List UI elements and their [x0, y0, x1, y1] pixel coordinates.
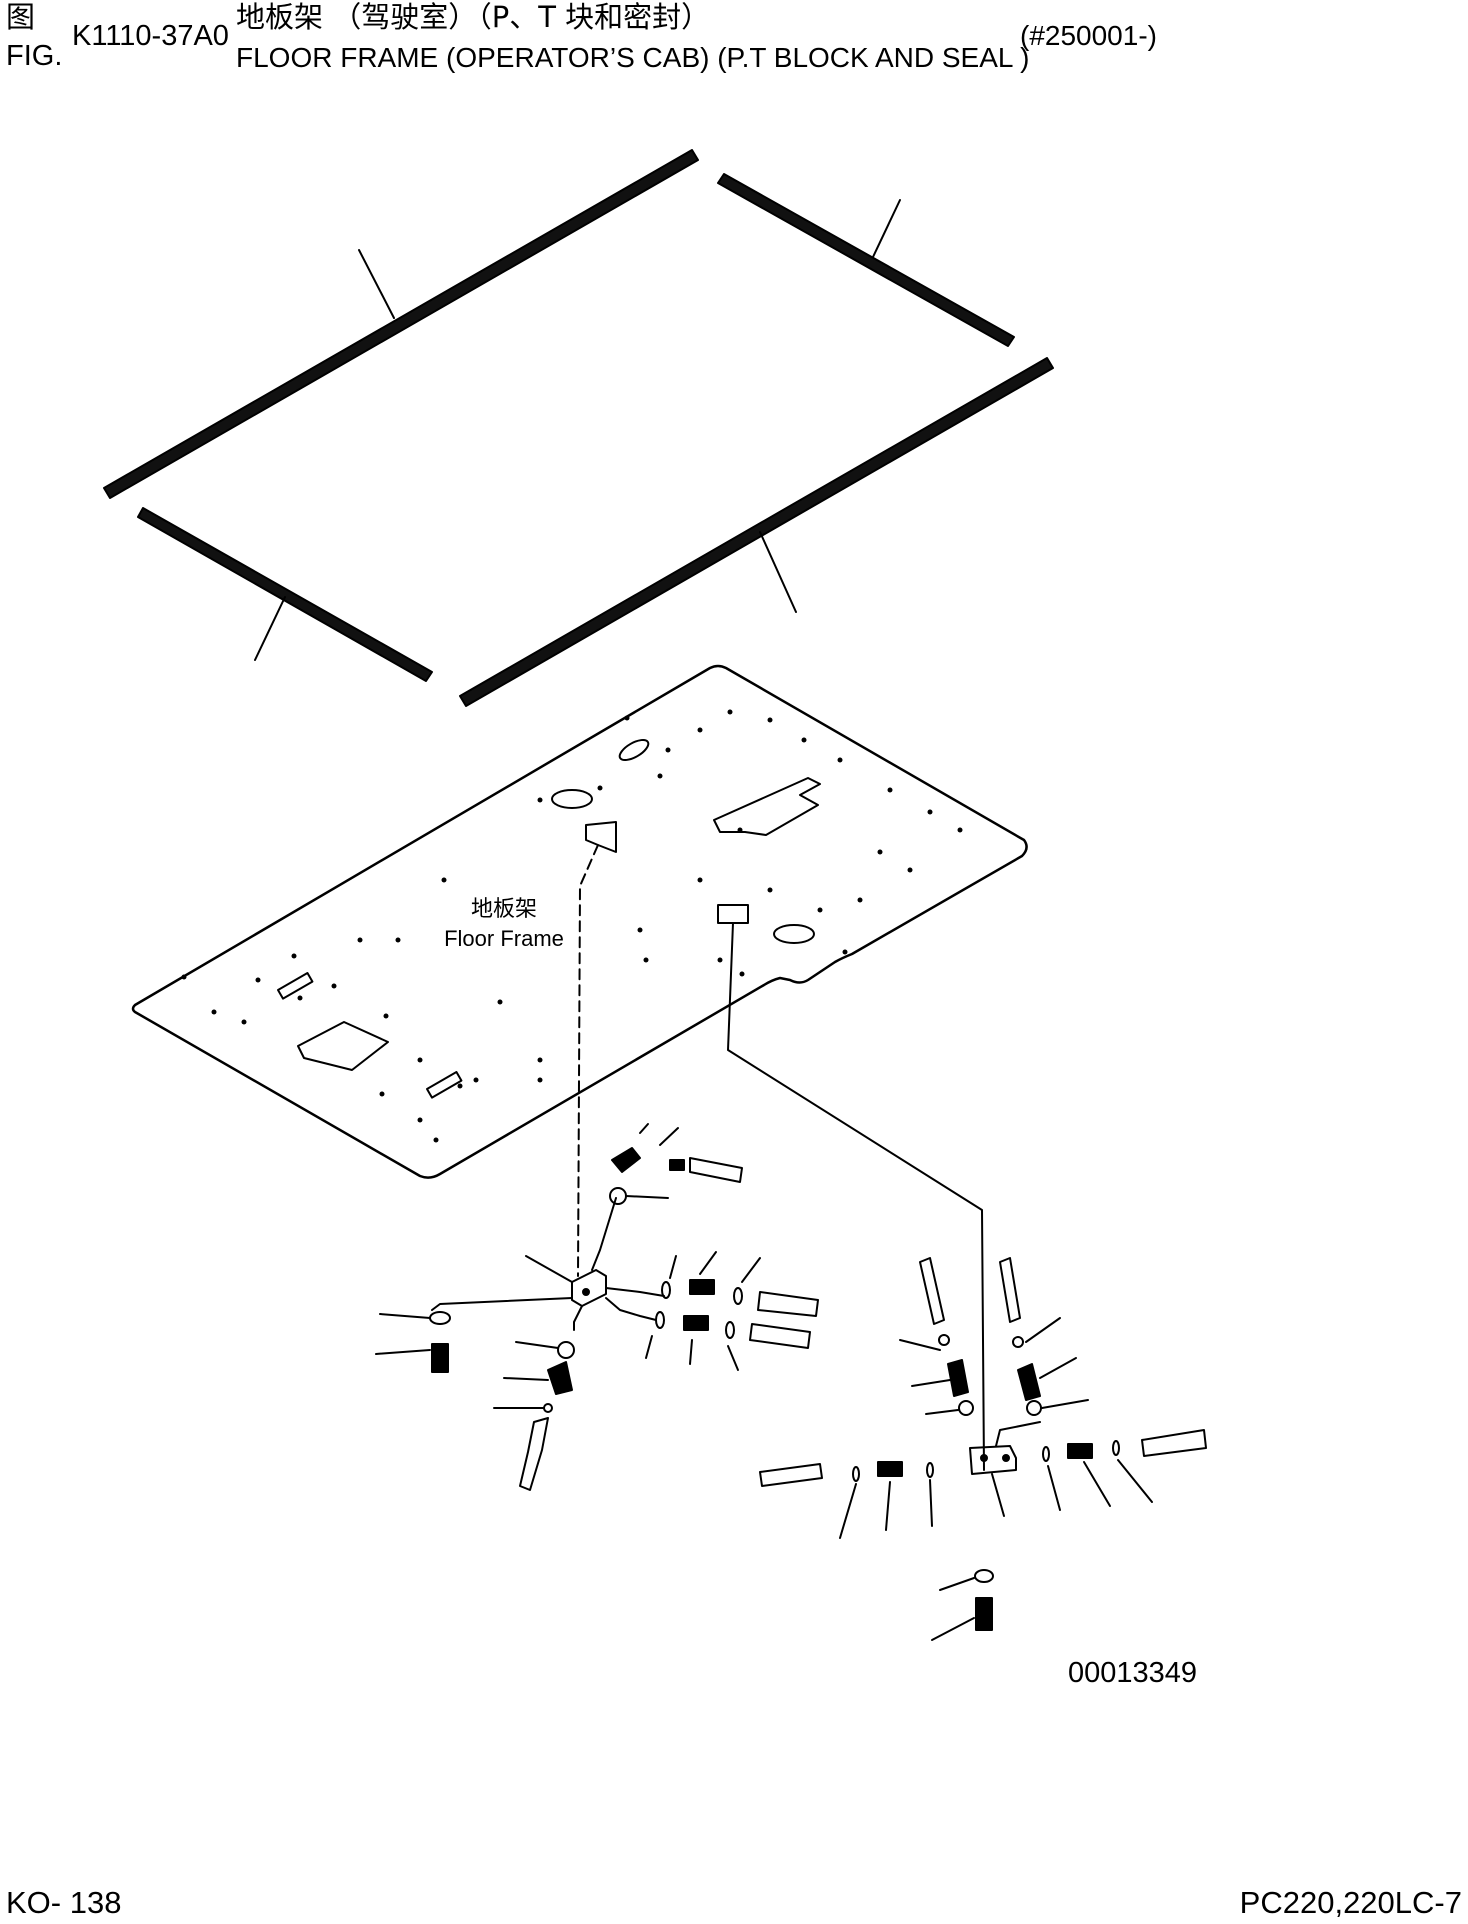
leader-line	[931, 1617, 975, 1641]
frame-label-en: Floor Frame	[444, 926, 564, 951]
leader-line	[1041, 1399, 1089, 1409]
left-mount-bolt	[375, 1311, 451, 1373]
pipe-link	[605, 1287, 665, 1297]
fig-label: FIG.	[6, 40, 63, 72]
floor-hole	[551, 789, 593, 809]
floor-slot	[618, 738, 650, 762]
pipe-link	[995, 1421, 1041, 1447]
leader-line	[925, 1409, 959, 1415]
fig-number: K1110-37A0	[72, 20, 229, 52]
seal-strip-bottom-right	[459, 357, 1054, 707]
pipe-link	[605, 1297, 657, 1321]
leader-line	[503, 1377, 549, 1381]
leader-line	[625, 1195, 669, 1199]
o-ring	[958, 1400, 974, 1416]
leader-line	[669, 1255, 677, 1279]
floor-hole	[773, 924, 815, 944]
seal-strip-top-left	[103, 149, 699, 499]
pipe-link	[573, 1305, 583, 1331]
leader-line	[885, 1481, 891, 1531]
model-number: PC220,220LC-7	[1239, 1885, 1462, 1920]
fig-label-cn: 图	[6, 0, 36, 34]
leader-line	[659, 1127, 679, 1146]
hose-fitting	[759, 1463, 823, 1487]
leader-line	[991, 1473, 1005, 1517]
leader-line	[939, 1577, 975, 1591]
leader-line	[911, 1379, 951, 1387]
right-upper-fittings	[899, 1257, 1089, 1416]
pt-block-left	[431, 1255, 665, 1331]
leader-line	[839, 1483, 857, 1539]
o-ring	[1026, 1400, 1042, 1416]
o-ring	[609, 1187, 627, 1205]
floor-cutout	[713, 777, 821, 836]
leader-line	[1047, 1465, 1061, 1511]
o-ring	[938, 1334, 950, 1346]
leader-line	[689, 1339, 693, 1365]
leader-line	[375, 1349, 431, 1355]
title-cn: 地板架 （驾驶室）（P、T 块和密封）	[236, 0, 711, 34]
right-mount-bolt	[931, 1569, 994, 1641]
leader-line	[525, 1255, 573, 1283]
leader-line	[358, 249, 395, 319]
bracket-mount	[585, 821, 617, 853]
hose-fitting	[689, 1157, 743, 1183]
seal-strip-bottom-left	[137, 507, 433, 682]
o-ring	[543, 1403, 553, 1413]
pipe-link	[591, 1197, 617, 1271]
pipe-link	[431, 1297, 573, 1311]
hose-fitting	[919, 1257, 945, 1325]
frame-label-cn: 地板架	[471, 896, 537, 921]
leader-line	[254, 596, 286, 661]
hose-fitting	[757, 1291, 819, 1317]
leader-line	[759, 531, 797, 613]
pt-block-right	[969, 1421, 1041, 1517]
floor-bolt-holes	[181, 709, 963, 1143]
floor-frame-plate	[131, 664, 1028, 1179]
o-ring	[1012, 1336, 1024, 1348]
left-lower-fittings	[493, 1341, 575, 1491]
leader-line	[899, 1339, 941, 1351]
hose-fitting	[999, 1257, 1021, 1323]
leader-line	[1117, 1459, 1153, 1503]
seal-strip-top-right	[717, 173, 1015, 347]
title-en: FLOOR FRAME (OPERATOR’S CAB) (P.T BLOCK …	[236, 42, 1030, 73]
elbow-fitting	[591, 1123, 743, 1271]
leader-line	[929, 1479, 933, 1527]
hose-fitting	[749, 1323, 811, 1349]
leader-line	[1083, 1461, 1111, 1507]
leader-line	[1039, 1357, 1077, 1379]
bracket-mount	[717, 904, 749, 924]
leader-line	[699, 1251, 717, 1275]
floor-cutout	[297, 1021, 389, 1071]
connection-line-right	[727, 922, 985, 1471]
leader-line	[872, 199, 901, 258]
page-number: KO- 138	[6, 1885, 122, 1920]
leader-line	[645, 1335, 653, 1359]
leader-line	[1025, 1317, 1061, 1343]
right-side-fittings	[759, 1429, 1207, 1539]
leader-line	[639, 1123, 649, 1134]
floor-slot	[277, 972, 314, 1000]
leader-line	[379, 1313, 431, 1319]
leader-line	[515, 1341, 559, 1349]
hose-fitting	[519, 1417, 549, 1491]
connection-line-left	[577, 844, 599, 1277]
o-ring	[557, 1341, 575, 1359]
leader-line	[741, 1257, 761, 1283]
left-block-fittings	[645, 1251, 819, 1371]
floor-slot	[425, 1071, 463, 1099]
hose-fitting	[1141, 1429, 1207, 1457]
image-code: 00013349	[1068, 1657, 1197, 1689]
leader-line	[727, 1345, 739, 1371]
serial-range: (#250001-)	[1020, 20, 1157, 51]
